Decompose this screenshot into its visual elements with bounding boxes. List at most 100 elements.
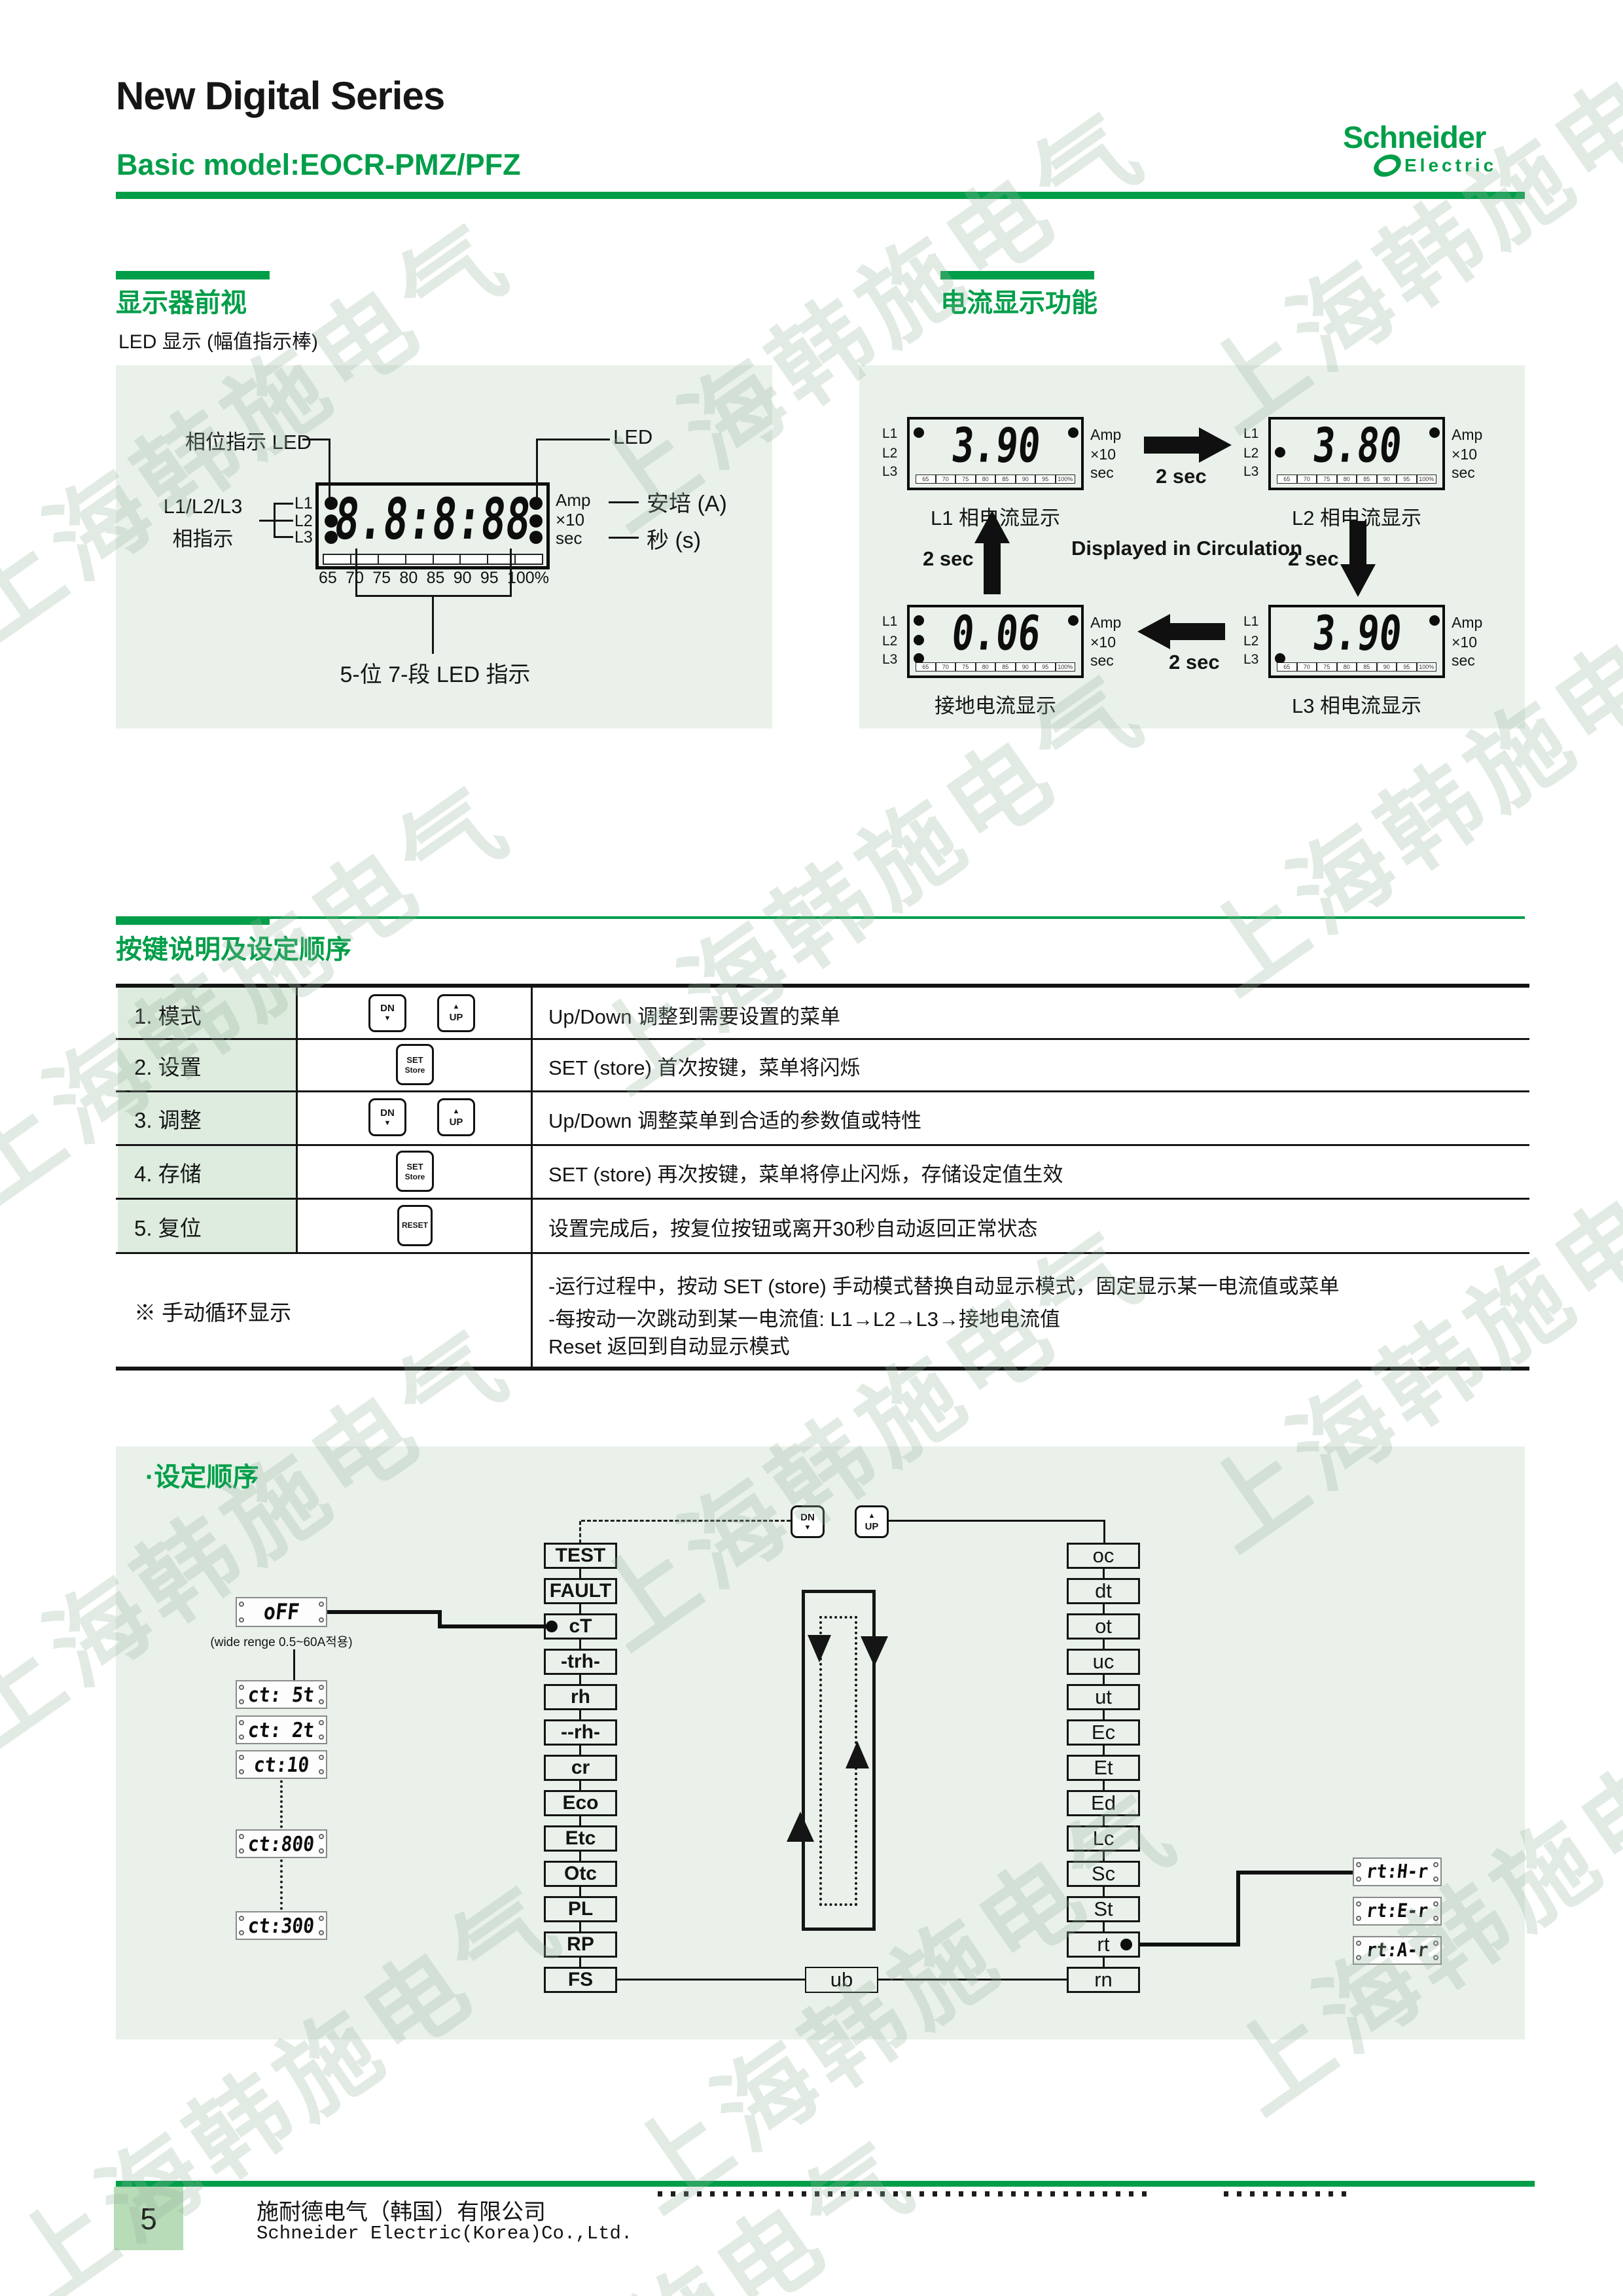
current-display-frame bbox=[1268, 605, 1445, 678]
led-corner-dot bbox=[319, 1769, 324, 1774]
keys-table-section-title: 按键说明及设定顺序 bbox=[116, 935, 351, 964]
dn-button[interactable]: DN▼ bbox=[368, 994, 406, 1032]
cd-bar-seg: 65 bbox=[1277, 475, 1298, 483]
led-corner-dot bbox=[239, 1834, 244, 1839]
menu-connector bbox=[1103, 1569, 1105, 1578]
cd-unit-label: Amp bbox=[1452, 614, 1483, 631]
scale-tick: 65 bbox=[319, 569, 337, 587]
cd-bar-seg: 90 bbox=[1378, 663, 1397, 671]
led-corner-dot bbox=[319, 1617, 324, 1623]
table-row-desc: SET (store) 再次按键，菜单将停止闪烁，存储设定值生效 bbox=[548, 1163, 1063, 1186]
record-display-2-value: rt:A-r bbox=[1365, 1939, 1429, 1962]
led-corner-dot bbox=[319, 1930, 324, 1935]
up-button-label: UP bbox=[449, 1116, 463, 1128]
page-title: New Digital Series bbox=[116, 74, 445, 118]
cd-bar-seg: 65 bbox=[1277, 663, 1298, 671]
menu-item-left: FAULT bbox=[544, 1578, 617, 1604]
up-button[interactable]: ▲UP bbox=[437, 1098, 475, 1136]
cd-phase-label: L2 bbox=[1243, 446, 1259, 461]
sequence-dn-button[interactable]: DN▼ bbox=[791, 1505, 825, 1538]
sequence-up-button[interactable]: ▲UP bbox=[855, 1505, 889, 1538]
cd-label: L3 相电流显示 bbox=[1291, 694, 1422, 717]
up-triangle-icon: ▲ bbox=[868, 1511, 876, 1520]
ct-display-1-value: ct: 5t bbox=[247, 1682, 316, 1707]
circulation-text: Displayed in Circulation bbox=[1071, 537, 1303, 560]
front-view-caption: LED 显示 (幅值指示棒) bbox=[118, 331, 319, 353]
cd-phase-label: L3 bbox=[1243, 464, 1259, 479]
led-annotation: LED bbox=[613, 425, 653, 448]
menu-item-left: TEST bbox=[544, 1543, 617, 1569]
cd-phase-label: L2 bbox=[882, 634, 898, 649]
ct-dotted-1 bbox=[280, 1780, 283, 1828]
ct-display-5-value: ct:300 bbox=[247, 1913, 316, 1938]
ct-display-off-value: oFF bbox=[262, 1599, 301, 1625]
menu-item-left: --rh- bbox=[544, 1719, 617, 1746]
menu-item-right: uc bbox=[1067, 1649, 1140, 1675]
reset-button-label: RESET bbox=[401, 1221, 428, 1230]
menu-connector bbox=[1103, 1887, 1105, 1896]
ct-display-3-value: ct:10 bbox=[252, 1752, 311, 1777]
cd-bar-seg: 70 bbox=[1298, 475, 1317, 483]
menu-connector bbox=[579, 1958, 581, 1967]
cd-phase-dot bbox=[1275, 653, 1285, 664]
menu-item-right: ut bbox=[1067, 1684, 1140, 1710]
digit-bracket-v2 bbox=[510, 548, 512, 596]
phase-indicator-dot-2 bbox=[325, 514, 338, 528]
led-corner-dot bbox=[319, 1699, 324, 1704]
cd-phase-label: L1 bbox=[882, 426, 898, 441]
current-display-section-bar bbox=[940, 271, 1094, 279]
menu-item-left: RP bbox=[544, 1931, 617, 1958]
cd-value: 3.80 bbox=[1310, 418, 1404, 474]
digit-bracket-v1 bbox=[355, 548, 357, 596]
reset-button[interactable]: RESET bbox=[397, 1204, 433, 1246]
cd-phase-dot bbox=[914, 653, 924, 664]
up-triangle-icon: ▲ bbox=[452, 1107, 460, 1115]
amplitude-bar bbox=[323, 554, 543, 565]
led-corner-dot bbox=[239, 1916, 244, 1921]
ct-display-4-value: ct:800 bbox=[247, 1831, 316, 1856]
page-subtitle: Basic model:EOCR-PMZ/PFZ bbox=[116, 148, 521, 181]
phase-group-line1: L1/L2/L3 bbox=[163, 495, 243, 518]
led-corner-dot bbox=[1356, 1916, 1361, 1921]
dn-button-label: DN bbox=[800, 1511, 815, 1523]
cd-unit-label: sec bbox=[1452, 464, 1475, 481]
cd-bar-seg: 90 bbox=[1016, 475, 1036, 483]
menu-connector bbox=[1103, 1852, 1105, 1861]
led-corner-dot bbox=[1433, 1876, 1438, 1882]
store-button-label: Store bbox=[404, 1065, 425, 1075]
table-row-label: 2. 设置 bbox=[134, 1055, 202, 1079]
table-col-separator-2 bbox=[531, 988, 533, 1367]
cd-phase-dot bbox=[914, 427, 924, 438]
cd-unit-label: sec bbox=[1090, 652, 1114, 669]
menu-item-left: cT bbox=[544, 1613, 617, 1640]
led-corner-dot bbox=[319, 1834, 324, 1839]
ct-display-4: ct:800 bbox=[236, 1829, 327, 1858]
cd-bar-seg: 95 bbox=[1397, 663, 1418, 671]
table-col-separator-1 bbox=[296, 988, 298, 1252]
led-leader-v bbox=[536, 439, 538, 497]
cd-phase-label: L1 bbox=[882, 614, 898, 629]
rt-line-h1 bbox=[1140, 1943, 1240, 1946]
interval-label: 2 sec bbox=[1156, 465, 1207, 488]
cd-bar-seg: 100% bbox=[1058, 663, 1073, 670]
menu-connector bbox=[1103, 1675, 1105, 1684]
cd-value: 0.06 bbox=[949, 605, 1043, 662]
arrow-left-shaft bbox=[1170, 623, 1225, 640]
up-triangle-icon: ▲ bbox=[452, 1003, 460, 1011]
led-corner-dot bbox=[319, 1848, 324, 1854]
menu-connector bbox=[579, 1852, 581, 1861]
bar-segment bbox=[406, 555, 434, 564]
unit-indicator-dot-3 bbox=[529, 531, 543, 544]
unit-label-3: sec bbox=[556, 528, 582, 548]
sequence-section-title: ·设定顺序 bbox=[145, 1463, 259, 1492]
dn-button[interactable]: DN▼ bbox=[368, 1098, 406, 1136]
led-corner-dot bbox=[1356, 1955, 1361, 1960]
menu-connector bbox=[1103, 1746, 1105, 1755]
ct-off-caption: (wide renge 0.5~60A적용) bbox=[210, 1636, 353, 1649]
led-corner-dot bbox=[319, 1685, 324, 1690]
up-button[interactable]: ▲UP bbox=[437, 994, 475, 1032]
cd-bar-seg: 80 bbox=[1338, 475, 1357, 483]
